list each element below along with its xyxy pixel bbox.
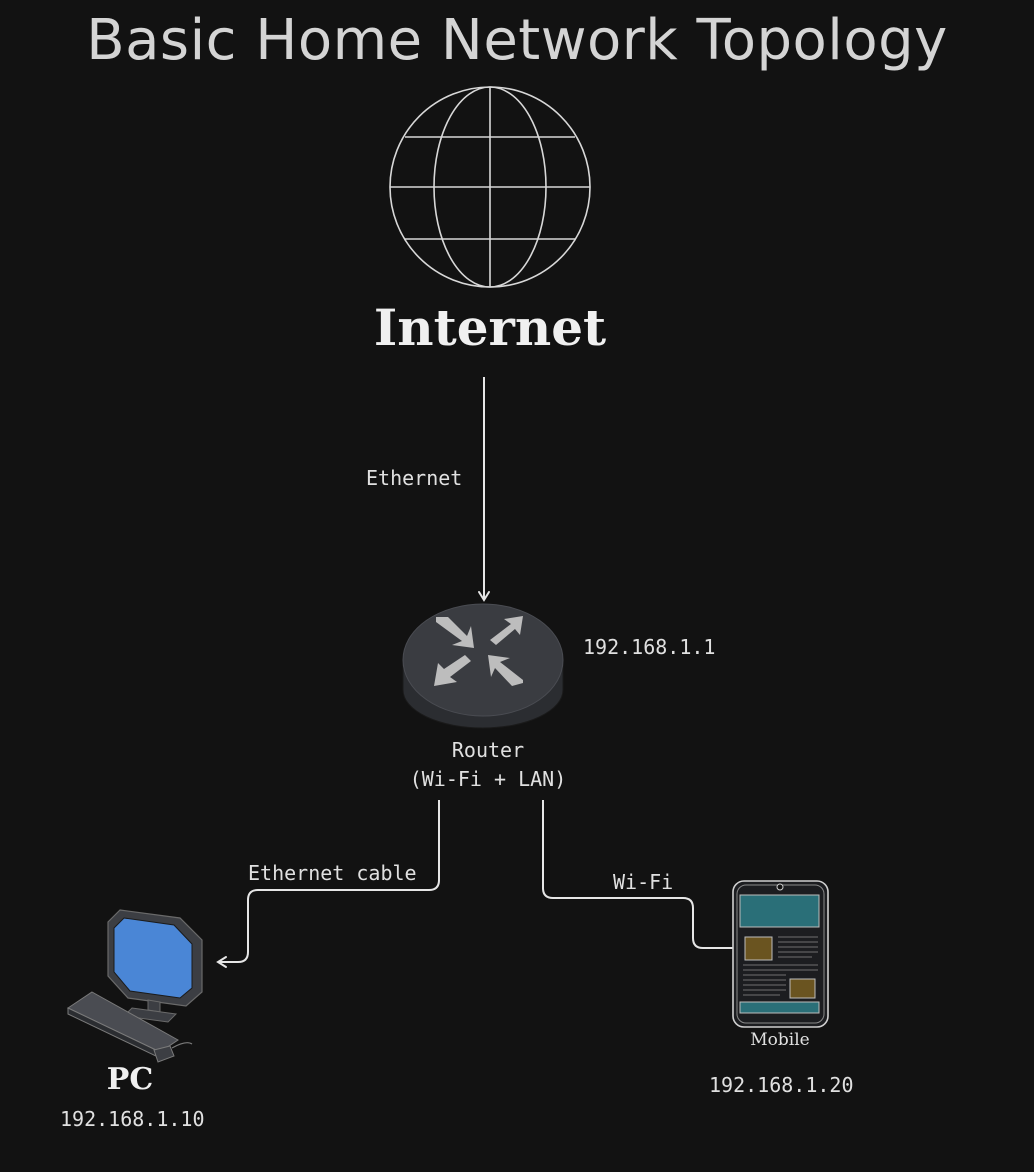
mobile-ip: 192.168.1.20 xyxy=(709,1073,854,1097)
internet-label: Internet xyxy=(373,298,607,357)
pc-ip: 192.168.1.10 xyxy=(60,1107,205,1131)
page-title: Basic Home Network Topology xyxy=(86,8,948,73)
link-router-mobile xyxy=(542,800,746,954)
router-icon xyxy=(402,603,564,729)
link-router-pc xyxy=(216,800,440,968)
router-ip: 192.168.1.1 xyxy=(583,635,716,659)
smartphone-icon xyxy=(732,880,829,1028)
globe-icon xyxy=(389,86,591,288)
link-label-ethernet-cable: Ethernet cable xyxy=(248,861,417,885)
router-label-line1: Router xyxy=(451,738,525,762)
pc-label: PC xyxy=(106,1062,154,1097)
desktop-computer-icon xyxy=(66,909,203,1063)
link-label-ethernet: Ethernet xyxy=(366,466,463,490)
link-label-wifi: Wi-Fi xyxy=(613,870,674,894)
mobile-label: Mobile xyxy=(750,1030,810,1050)
router-label-line2: (Wi-Fi + LAN) xyxy=(409,767,567,791)
